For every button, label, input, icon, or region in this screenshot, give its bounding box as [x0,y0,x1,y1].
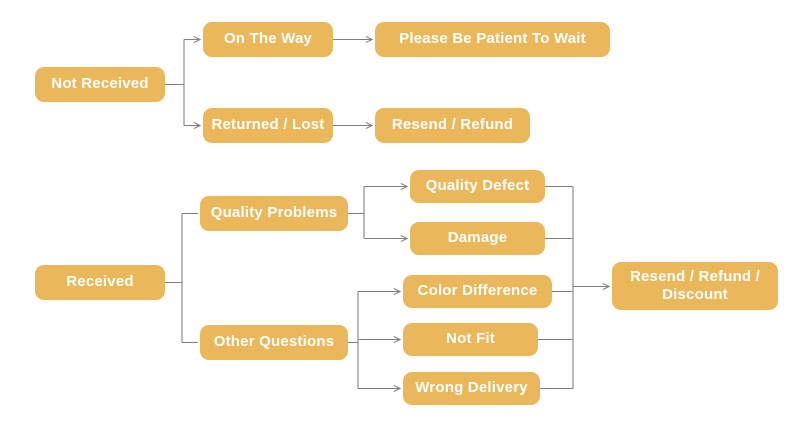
node-quality-defect[interactable]: Quality Defect [410,170,545,203]
node-resend-refund-discount-label-line1: Resend / Refund / [629,267,761,285]
node-please-be-patient-to-wait[interactable]: Please Be Patient To Wait [375,22,610,57]
node-other-questions[interactable]: Other Questions [200,325,348,360]
node-quality-problems-label: Quality Problems [210,204,338,222]
node-received-label: Received [66,273,134,291]
node-quality-defect-label: Quality Defect [425,177,530,195]
node-color-difference-label: Color Difference [417,282,538,300]
node-not-fit[interactable]: Not Fit [403,323,538,356]
node-please-be-patient-to-wait-label: Please Be Patient To Wait [399,30,586,48]
node-color-difference[interactable]: Color Difference [403,275,552,308]
node-wrong-delivery-label: Wrong Delivery [415,379,528,397]
node-damage-label: Damage [447,229,508,247]
node-not-received[interactable]: Not Received [35,67,165,102]
node-received[interactable]: Received [35,265,165,300]
node-resend-refund-discount[interactable]: Resend / Refund / Discount [612,262,778,310]
node-quality-problems[interactable]: Quality Problems [200,196,348,231]
node-resend-refund-label: Resend / Refund [391,116,514,134]
node-not-received-label: Not Received [51,75,149,93]
node-returned-lost[interactable]: Returned / Lost [203,108,333,143]
node-other-questions-label: Other Questions [213,333,335,351]
node-resend-refund-discount-label-line2: Discount [662,286,728,303]
node-not-fit-label: Not Fit [446,330,495,348]
node-returned-lost-label: Returned / Lost [211,116,325,134]
node-on-the-way-label: On The Way [223,30,313,48]
node-on-the-way[interactable]: On The Way [203,22,333,57]
node-damage[interactable]: Damage [410,222,545,255]
node-wrong-delivery[interactable]: Wrong Delivery [403,372,540,405]
node-resend-refund[interactable]: Resend / Refund [375,108,530,143]
